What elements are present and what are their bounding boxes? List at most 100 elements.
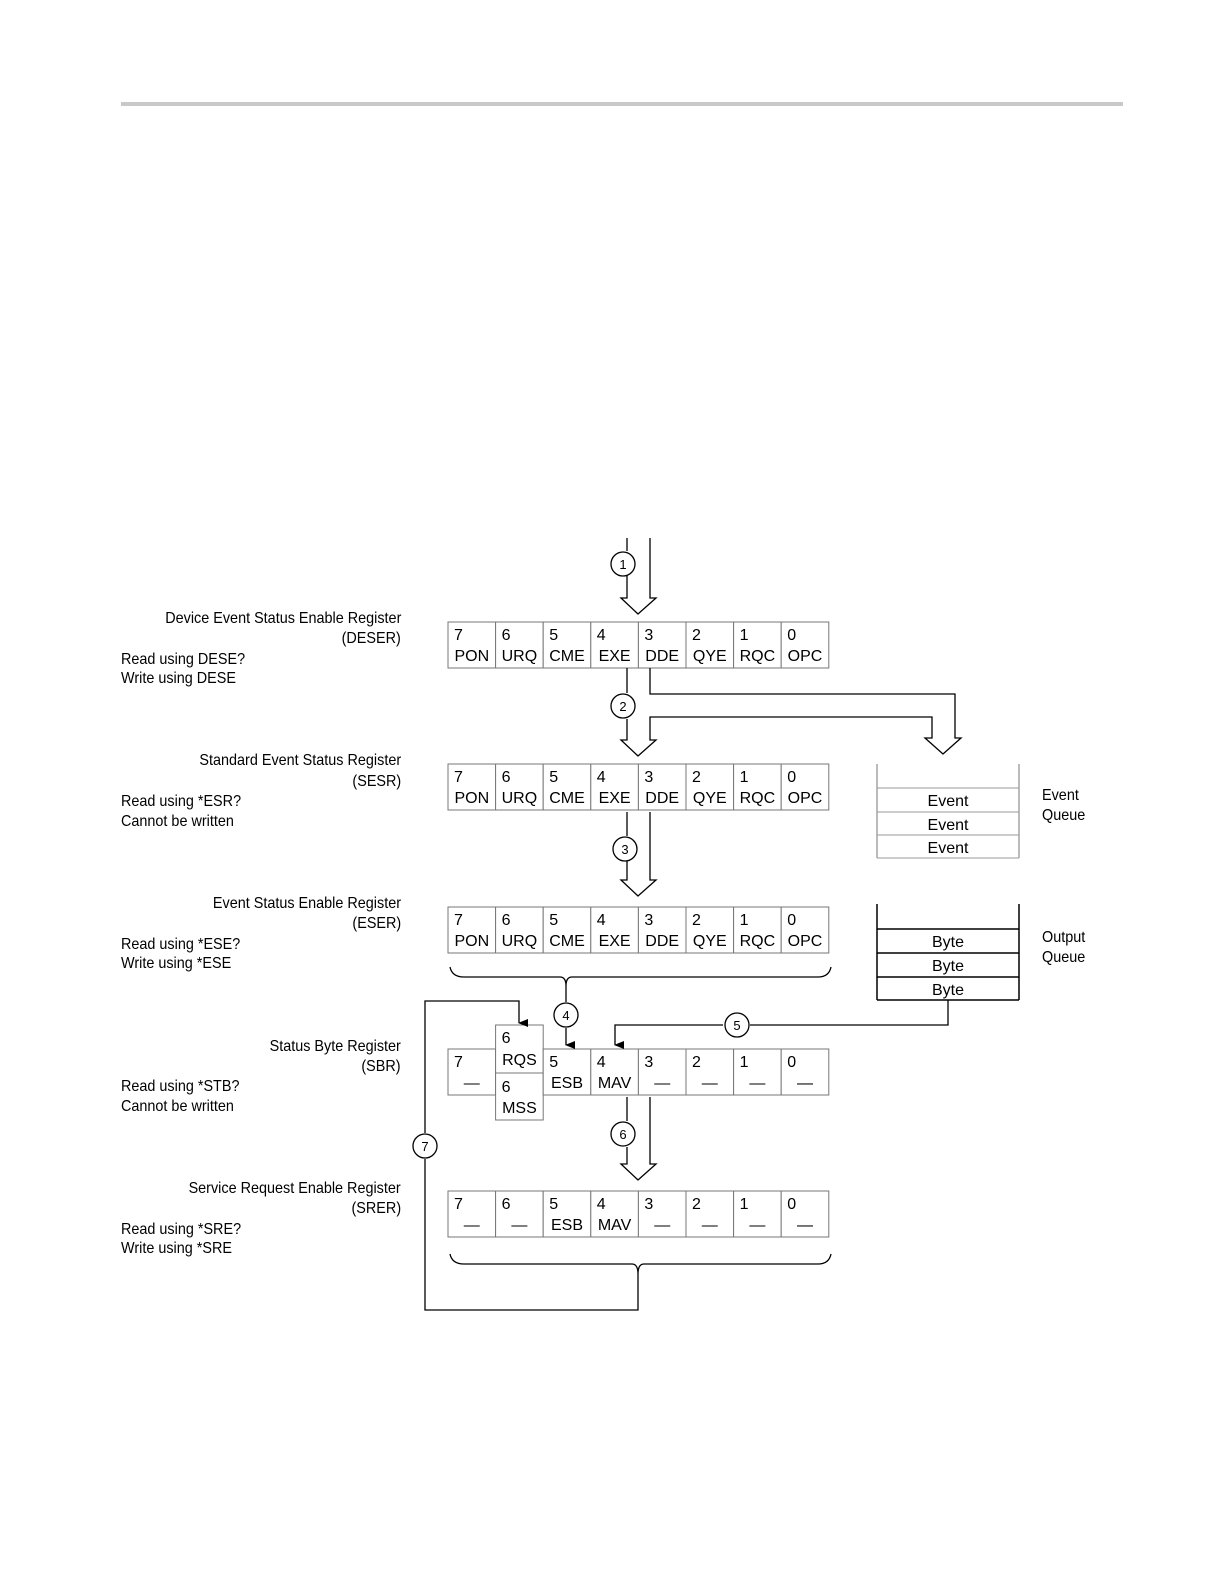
bit-number: 6 <box>502 1196 511 1213</box>
bit-number: 4 <box>597 1054 606 1071</box>
bit-name: ESB <box>551 1075 583 1092</box>
bit-number: 4 <box>597 912 606 929</box>
bit-cell-box <box>733 1048 782 1096</box>
bit-name: MAV <box>598 1217 632 1234</box>
bit-name: PON <box>454 790 489 807</box>
bit-cell-box <box>542 906 592 954</box>
deser-name: Device Event Status Enable Register <box>164 610 401 627</box>
bit-number: 5 <box>549 627 558 644</box>
hollow-arrow-2 <box>619 668 963 757</box>
bit-number: 5 <box>549 769 558 786</box>
deser-read: Read using DESE? <box>121 651 246 668</box>
bit-cell: 2— <box>685 1190 735 1238</box>
bit-cell-box <box>447 906 497 954</box>
bit-cell-box <box>542 1048 592 1096</box>
bit-number: 1 <box>740 627 749 644</box>
bit-name: DDE <box>645 648 679 665</box>
bit-name: RQS <box>502 1052 537 1069</box>
bit-name: OPC <box>788 933 823 950</box>
bit-cell-box <box>685 1048 735 1096</box>
step-2: 2 <box>619 699 626 714</box>
bit-name: RQC <box>740 933 776 950</box>
bit-name: DDE <box>645 933 679 950</box>
sbr-read: Read using *STB? <box>121 1078 240 1095</box>
sesr-abbr: (SESR) <box>352 773 401 790</box>
bit-number: 2 <box>692 769 701 786</box>
bit-name: — <box>797 1075 813 1092</box>
bit-name: QYE <box>693 790 727 807</box>
event-queue <box>876 764 1020 859</box>
bit-cell-box <box>780 763 830 811</box>
sbr-write: Cannot be written <box>121 1098 234 1115</box>
bit-cell-box <box>780 1048 830 1096</box>
bit-cell: 1— <box>733 1048 782 1096</box>
bit-cell-box <box>685 621 735 669</box>
bit-number: 0 <box>787 769 796 786</box>
bit-num: 6 <box>502 1030 511 1047</box>
output-queue-entry: Byte <box>932 958 964 975</box>
deser-write: Write using DESE <box>121 670 236 687</box>
bit-name: RQC <box>740 648 776 665</box>
bit-number: 4 <box>597 627 606 644</box>
bit-cell-box <box>447 621 497 669</box>
bit-number: 1 <box>740 912 749 929</box>
bit-cell-box <box>733 1190 782 1238</box>
bit-name: — <box>654 1217 670 1234</box>
eser-write: Write using *ESE <box>121 955 232 972</box>
bit-name: — <box>797 1217 813 1234</box>
output-queue-label-2: Queue <box>1042 949 1086 966</box>
bit-name: EXE <box>599 790 631 807</box>
output-queue-label-1: Output <box>1042 929 1086 946</box>
bit-name: RQC <box>740 790 776 807</box>
bit-number: 1 <box>740 769 749 786</box>
bit-cell-box <box>495 763 544 811</box>
bit-number: 2 <box>692 627 701 644</box>
event-queue-entry: Event <box>928 840 969 857</box>
sbr-name: Status Byte Register <box>269 1038 401 1055</box>
bit-name: URQ <box>502 648 538 665</box>
step-1: 1 <box>619 557 626 572</box>
srer-read: Read using *SRE? <box>121 1221 242 1238</box>
bit-name: QYE <box>693 933 727 950</box>
bit-name: — <box>464 1075 480 1092</box>
bit-number: 1 <box>740 1196 749 1213</box>
bit-cell-box <box>733 621 782 669</box>
bit-number: 1 <box>740 1054 749 1071</box>
bit-cell-box <box>637 1048 687 1096</box>
bit-number: 3 <box>644 912 653 929</box>
step-7: 7 <box>421 1139 428 1154</box>
bit-name: DDE <box>645 790 679 807</box>
eser-name: Event Status Enable Register <box>212 895 401 912</box>
bit-cell: 6— <box>495 1190 544 1238</box>
bit-number: 2 <box>692 1054 701 1071</box>
bit-num2: 6 <box>502 1079 511 1096</box>
event-queue-label-2: Queue <box>1042 807 1086 824</box>
bit-number: 4 <box>597 1196 606 1213</box>
bit-cell-box <box>733 906 782 954</box>
bit-name: PON <box>454 933 489 950</box>
bit-cell-box <box>495 1072 544 1121</box>
bit-cell-box <box>637 1190 687 1238</box>
bit-name: — <box>749 1075 765 1092</box>
bit-name: ESB <box>551 1217 583 1234</box>
bit-cell-box <box>447 763 497 811</box>
event-queue-entry: Event <box>928 793 969 810</box>
